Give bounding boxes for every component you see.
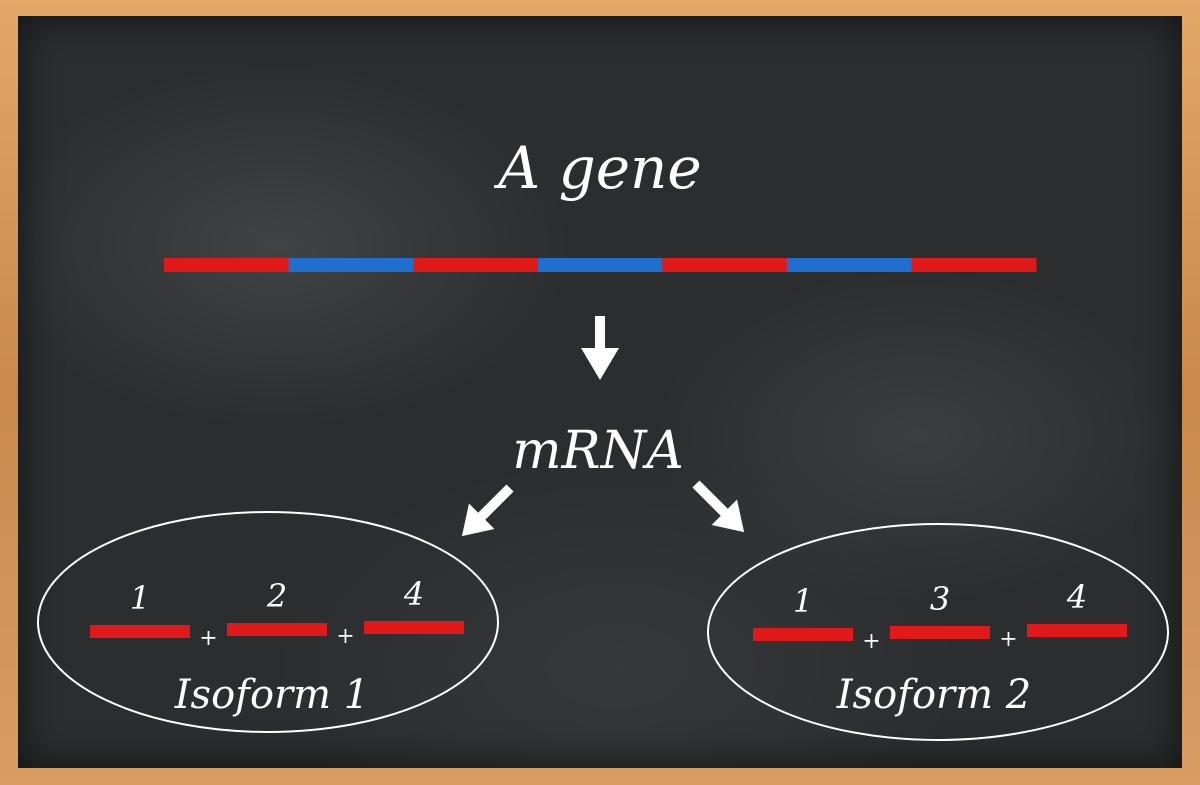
isoform-1-exon-bar bbox=[227, 623, 327, 636]
isoform-1-exon-bar bbox=[90, 625, 190, 638]
isoform-1-plus-sign: + bbox=[199, 626, 217, 651]
isoform-1-group: 1 +2 +4 Isoform 1 bbox=[37, 511, 499, 733]
isoform-2-exons: 1 +3 +4 bbox=[753, 578, 1127, 654]
gene-segment-exon bbox=[662, 258, 788, 272]
isoform-1-exon-number: 2 bbox=[266, 577, 287, 615]
isoform-2-ellipse bbox=[707, 523, 1169, 741]
isoform-1-ellipse bbox=[37, 511, 499, 733]
isoform-2-exon-number: 4 bbox=[1066, 578, 1087, 616]
isoform-2-plus-sign: + bbox=[862, 629, 880, 654]
isoform-2-exon-bar bbox=[1027, 624, 1127, 637]
isoform-1-exon-bar bbox=[364, 621, 464, 634]
down-arrow-icon bbox=[581, 316, 619, 380]
isoform-1-exons: 1 +2 +4 bbox=[90, 575, 464, 651]
title-text: A gene bbox=[493, 134, 701, 202]
left-arrow-icon bbox=[461, 484, 514, 537]
right-arrow-icon bbox=[692, 480, 745, 533]
gene-segment-exon bbox=[413, 258, 539, 272]
isoform-2-exon-number: 1 bbox=[793, 582, 813, 620]
mrna-label: mRNA bbox=[512, 421, 684, 481]
isoform-2-exon-number: 3 bbox=[930, 580, 950, 618]
gene-segment-intron bbox=[786, 258, 912, 272]
gene-segment-exon bbox=[164, 258, 290, 272]
gene-segment-intron bbox=[288, 258, 414, 272]
gene-segment-exon bbox=[911, 258, 1037, 272]
gene-bar bbox=[164, 258, 1037, 272]
isoform-1-exon-number: 1 bbox=[130, 579, 150, 617]
gene-segment-intron bbox=[537, 258, 663, 272]
isoform-2-exon-bar bbox=[753, 628, 853, 641]
isoform-1-label: Isoform 1 bbox=[174, 672, 370, 718]
isoform-1-exon-number: 4 bbox=[403, 575, 424, 613]
isoform-2-group: 1 +3 +4 Isoform 2 bbox=[707, 523, 1169, 741]
isoform-2-label: Isoform 2 bbox=[836, 672, 1032, 718]
isoform-2-plus-sign: + bbox=[999, 627, 1017, 652]
chalkboard bbox=[18, 16, 1182, 768]
isoform-1-plus-sign: + bbox=[336, 624, 354, 649]
isoform-2-exon-bar bbox=[890, 626, 990, 639]
